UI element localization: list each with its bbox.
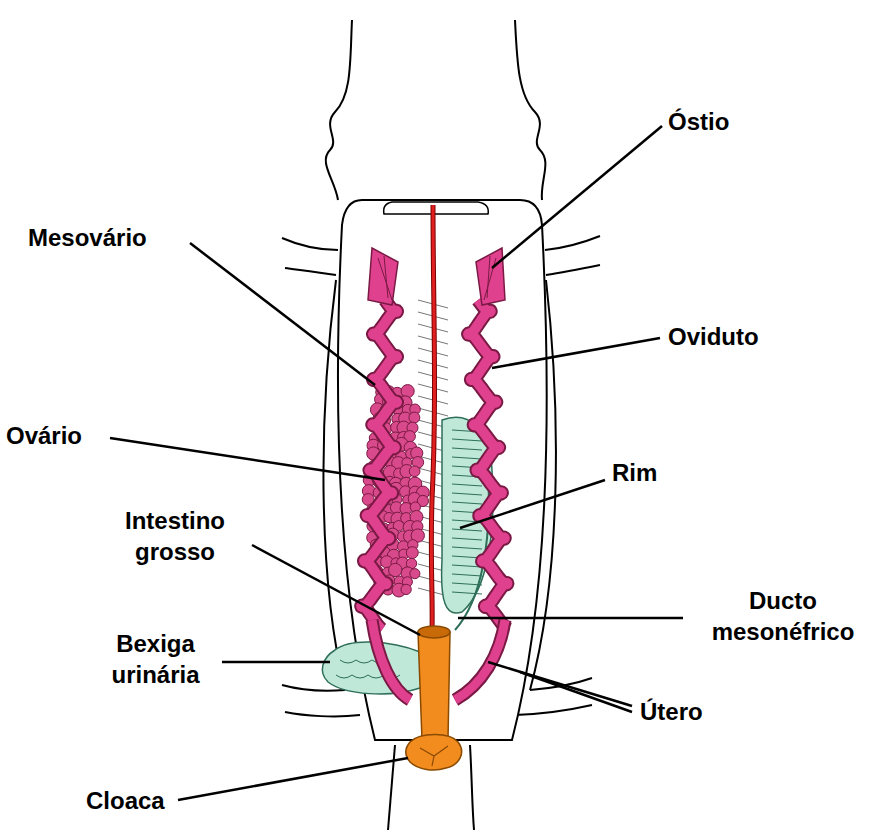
ovary-egg	[406, 547, 418, 559]
ovary-egg	[401, 584, 411, 594]
leader-line	[222, 661, 330, 664]
hatch-stroke	[452, 592, 482, 594]
cavity-edge	[384, 202, 489, 214]
cloaca	[406, 735, 462, 771]
leader-line	[488, 662, 632, 706]
leader-line	[110, 438, 385, 480]
hatch-stroke	[452, 574, 482, 576]
leader-line	[178, 758, 408, 800]
leg-outline	[545, 236, 600, 250]
part-label: Ducto mesonéfrico	[688, 585, 878, 647]
leader-line	[520, 672, 632, 712]
leg-outline	[285, 712, 360, 716]
leg-outline	[285, 268, 336, 275]
ostium-fold	[378, 256, 392, 300]
leg-outline	[546, 265, 600, 275]
hatch-stroke	[452, 457, 482, 459]
oviduct	[361, 300, 397, 630]
oviduct	[468, 300, 508, 630]
oviduct-outline	[361, 300, 397, 630]
tail-outline	[388, 745, 395, 830]
leader-line	[492, 338, 660, 368]
ostium	[476, 248, 505, 305]
body-outline	[515, 20, 545, 200]
tail-outline	[470, 745, 474, 830]
aorta-outline	[431, 205, 434, 630]
part-label: Ovário	[6, 420, 116, 451]
hatch-stroke	[452, 529, 482, 531]
cloaca-fold	[420, 746, 448, 766]
hatch-stroke	[452, 547, 482, 549]
part-label: Intestino grosso	[90, 505, 260, 567]
part-label: Bexiga urinária	[88, 628, 223, 690]
leader-line	[458, 617, 683, 620]
leader-line	[252, 545, 420, 635]
oviduct-outline	[468, 300, 508, 630]
uterus-outline	[372, 620, 410, 700]
uterus	[455, 620, 505, 700]
leg-outline	[282, 238, 338, 250]
leg-outline	[515, 705, 592, 715]
hatch-stroke	[452, 502, 482, 504]
body-outline	[326, 20, 352, 200]
intestine-end	[418, 626, 450, 638]
hatch-stroke	[452, 538, 482, 540]
uterus-outline	[455, 620, 505, 700]
hatch-stroke	[452, 484, 482, 486]
part-label: Oviduto	[668, 321, 808, 352]
hatch-stroke	[452, 439, 482, 441]
leader-line	[492, 126, 662, 268]
ovary-egg	[409, 466, 420, 477]
part-label: Rim	[612, 457, 682, 488]
leader-line	[460, 480, 605, 528]
part-label: Óstio	[668, 106, 808, 137]
leader-line	[190, 243, 375, 385]
ovary-egg	[410, 569, 420, 579]
ostium-fold	[484, 256, 496, 300]
part-label: Cloaca	[86, 785, 196, 816]
part-label: Mesovário	[28, 222, 198, 253]
hatch-stroke	[452, 493, 482, 495]
hatch-stroke	[452, 448, 482, 450]
large-intestine	[418, 632, 450, 740]
part-label: Útero	[640, 696, 740, 727]
aorta	[431, 205, 434, 630]
ostium	[368, 248, 398, 305]
ovary-egg	[409, 412, 420, 423]
uterus	[372, 620, 410, 700]
